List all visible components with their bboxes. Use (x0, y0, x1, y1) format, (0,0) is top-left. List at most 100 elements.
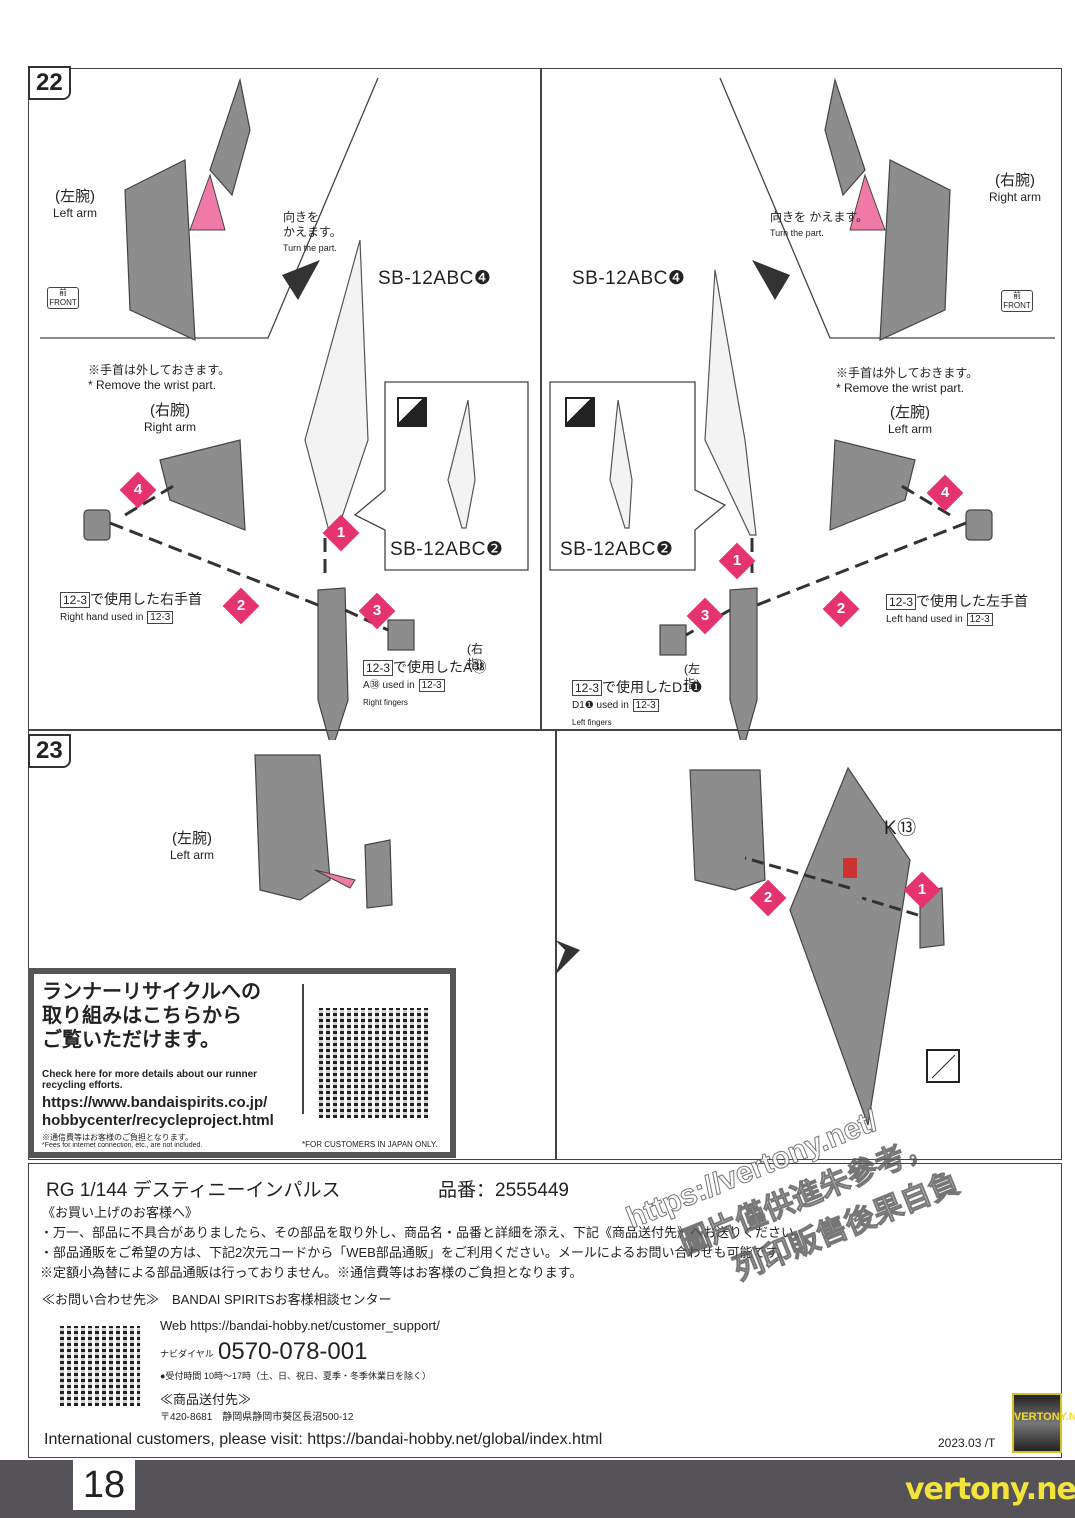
part-label: SB-12ABC❹ (572, 268, 686, 289)
ship-heading: ≪商品送付先≫ (160, 1392, 252, 1407)
print-date: 2023.03 /T (938, 1436, 996, 1450)
international-link[interactable]: International customers, please visit: h… (44, 1431, 603, 1448)
assembly-dashed-lines (109, 483, 967, 637)
finger-part (387, 619, 415, 651)
cut-tool-icon (397, 397, 427, 427)
inset-boxes (353, 381, 727, 571)
left-arm-part (689, 769, 766, 891)
step-badge-3: 3 (686, 597, 724, 635)
recycle-desc: Check here for more details about our ru… (42, 1069, 258, 1091)
recycle-qr-code[interactable] (319, 1008, 429, 1118)
right-arm-part (879, 159, 951, 341)
inset-part-label: SB-12ABC❷ (560, 539, 674, 560)
assembly-dashed-lines (744, 856, 919, 917)
step-badge-3: 3 (358, 592, 396, 630)
part-label: SB-12ABC❹ (378, 268, 492, 289)
recycle-divider (302, 984, 304, 1114)
left-arm-part (124, 159, 196, 341)
step-badge-2: 2 (222, 587, 260, 625)
right-arm-lower (159, 439, 246, 531)
k13-effect-part (789, 766, 911, 1126)
business-hours: ●受付時間 10時～17時（土、日、祝日、夏季・冬季休業日を除く） (160, 1371, 431, 1381)
blade-effects (304, 239, 757, 536)
step-badge-1: 1 (718, 542, 756, 580)
arm-label: (左腕)Left arm (887, 404, 932, 436)
support-qr-code[interactable] (60, 1326, 140, 1406)
product-code: 品番：2555449 (438, 1180, 569, 1201)
arm-label-en: Left arm (52, 206, 97, 220)
recycle-title: ランナーリサイクルへの 取り組みはこちらから ご覧いただけます。 (42, 981, 261, 1051)
recycle-box: ランナーリサイクルへの 取り組みはこちらから ご覧いただけます。 Check h… (28, 968, 456, 1158)
step-22-panel (28, 68, 1062, 730)
peg-hole (843, 858, 857, 878)
step-badge-1: 1 (903, 871, 941, 909)
cut-tool-icon (565, 397, 595, 427)
forearm-part (317, 587, 349, 740)
step-badge-1: 1 (322, 514, 360, 552)
step-number: 22 (28, 66, 71, 100)
turn-note: 向きを かえます。Turn the part. (770, 210, 869, 238)
wrist-note: ※手首は外しておきます。* Remove the wrist part. (836, 366, 979, 395)
fee-note-en: *Fees for internet connection, etc., are… (42, 1142, 203, 1149)
turn-callout-lines (40, 77, 1055, 339)
next-arrow (555, 940, 580, 975)
web-link[interactable]: Web https://bandai-hobby.net/customer_su… (160, 1318, 440, 1333)
bottom-bar (0, 1460, 1075, 1518)
left-armor-part (209, 77, 251, 197)
vertony-logo: VERTONY.NET (1012, 1393, 1075, 1453)
forearm-part (729, 587, 758, 740)
notice-line-2: ・部品通販をご希望の方は、下記2次元コードから「WEB部品通販」をご利用ください… (40, 1245, 791, 1260)
product-name: RG 1/144 デスティニーインパルス (46, 1180, 341, 1201)
left-arm-part (254, 754, 331, 901)
recycle-url[interactable]: https://www.bandaispirits.co.jp/ hobbyce… (42, 1094, 274, 1129)
arm-label: (左腕)Left arm (169, 830, 214, 862)
step-badge-4: 4 (119, 471, 157, 509)
part-label: K⑬ (884, 818, 917, 839)
site-watermark: vertony.net (905, 1472, 1075, 1507)
fee-note-jp: ※通信費等はお客様のご負担となります。 (42, 1133, 193, 1142)
info-panel (28, 1163, 1062, 1458)
turn-note: 向きを かえます。Turn the part. (283, 210, 342, 253)
japan-only-note: *FOR CUSTOMERS IN JAPAN ONLY. (302, 1140, 438, 1149)
step-number: 23 (28, 734, 71, 768)
finger-part (659, 624, 687, 656)
phone-number: 0570-078-001 (218, 1338, 368, 1365)
step-divider (555, 730, 557, 1160)
pink-arrows (189, 173, 886, 231)
pink-arrow (314, 869, 356, 889)
arm-parts (83, 77, 993, 740)
step-badge-2: 2 (749, 879, 787, 917)
customer-heading: 《お買い上げのお客様へ》 (42, 1205, 199, 1220)
page-number: 18 (73, 1460, 135, 1510)
step-23-panel (28, 730, 1062, 1160)
hand-part (965, 509, 993, 541)
armor-part (364, 839, 393, 909)
navi-label: ナビダイヤル (160, 1349, 214, 1359)
step-badge-2: 2 (822, 590, 860, 628)
notice-line-1: ・万一、部品に不具合がありましたら、その部品を取り外し、商品名・品番と詳細を添え… (40, 1225, 808, 1240)
arm-label: (左腕)Left arm (35, 188, 115, 222)
sanding-icon (926, 1049, 960, 1083)
right-armor-part (824, 77, 866, 197)
inset-part-label: SB-12ABC❷ (390, 539, 504, 560)
ship-address: 〒420-8681 静岡県静岡市葵区長沼500-12 (160, 1412, 354, 1423)
step-divider (540, 68, 542, 730)
arm-label: (右腕)Right arm (143, 402, 196, 434)
notice-line-3: ※定額小為替による部品通販は行っておりません。※通信費等はお客様のご負担となりま… (40, 1265, 583, 1280)
hand-part (83, 509, 111, 541)
step-22-illustration (40, 77, 1055, 740)
contact-heading: ≪お問い合わせ先≫ BANDAI SPIRITSお客様相談センター (42, 1292, 392, 1307)
arm-label: (右腕)Right arm (988, 172, 1041, 204)
left-arm-lower (829, 439, 916, 531)
step-23-illustration (254, 754, 960, 1126)
step-badge-4: 4 (926, 474, 964, 512)
turn-arrows (282, 260, 790, 300)
arm-label-jp: (左腕) (55, 188, 95, 205)
wrist-note: ※手首は外しておきます。* Remove the wrist part. (88, 363, 231, 392)
